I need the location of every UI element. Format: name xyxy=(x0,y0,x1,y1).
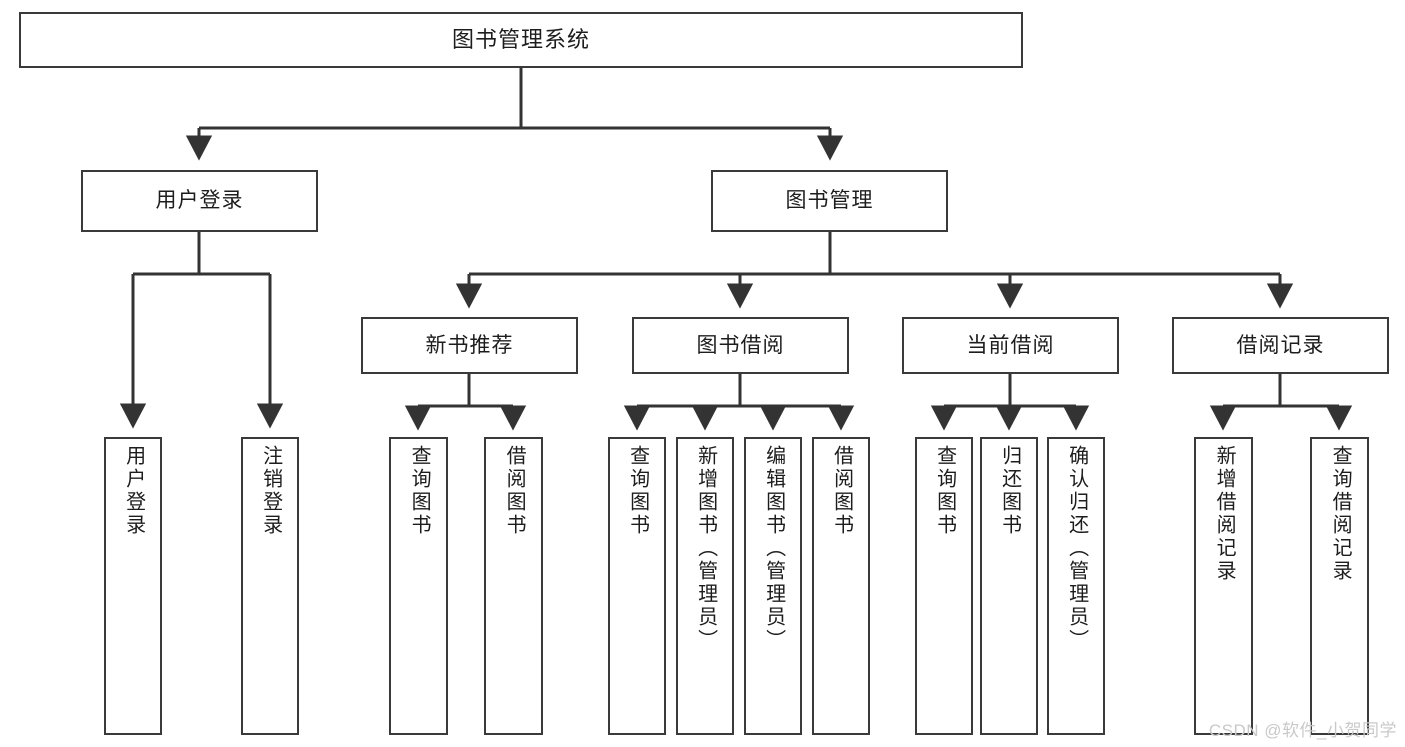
leaf-label: 查询借阅记录 xyxy=(1329,445,1352,583)
node-user-login[interactable]: 用户登录 xyxy=(81,170,318,232)
leaf-label: 查询图书 xyxy=(933,445,956,537)
node-new-book-recommend-label: 新书推荐 xyxy=(425,333,514,357)
leaf-node-add-book-admin[interactable]: 新增图书（管理员） xyxy=(676,437,734,735)
leaf-label: 用户登录 xyxy=(122,445,145,537)
leaf-node-query-book-recommend[interactable]: 查询图书 xyxy=(389,437,448,735)
node-book-manage-label: 图书管理 xyxy=(785,189,874,213)
leaf-node-borrow-book-recommend[interactable]: 借阅图书 xyxy=(484,437,543,735)
leaf-label: 借阅图书 xyxy=(830,445,853,537)
leaf-node-return-book[interactable]: 归还图书 xyxy=(980,437,1038,735)
leaf-label: 新增图书（管理员） xyxy=(694,445,717,652)
node-current-borrow-label: 当前借阅 xyxy=(966,333,1055,357)
leaf-label: 编辑图书（管理员） xyxy=(762,445,785,652)
leaf-label: 查询图书 xyxy=(408,445,431,537)
leaf-label: 注销登录 xyxy=(259,445,282,537)
leaf-node-edit-book-admin[interactable]: 编辑图书（管理员） xyxy=(744,437,802,735)
csdn-watermark: CSDN @软件_小贺同学 xyxy=(1208,721,1397,740)
leaf-label: 新增借阅记录 xyxy=(1213,445,1236,583)
node-root[interactable]: 图书管理系统 xyxy=(19,12,1023,68)
node-current-borrow[interactable]: 当前借阅 xyxy=(902,317,1119,374)
node-book-borrow[interactable]: 图书借阅 xyxy=(632,317,849,374)
leaf-label: 借阅图书 xyxy=(503,445,526,537)
leaf-node-user-login[interactable]: 用户登录 xyxy=(104,437,162,735)
node-borrow-record-label: 借阅记录 xyxy=(1236,333,1325,357)
leaf-node-confirm-return-admin[interactable]: 确认归还（管理员） xyxy=(1047,437,1105,735)
leaf-node-user-logout[interactable]: 注销登录 xyxy=(241,437,299,735)
leaf-node-borrow-book[interactable]: 借阅图书 xyxy=(812,437,870,735)
node-book-borrow-label: 图书借阅 xyxy=(696,333,785,357)
node-user-login-label: 用户登录 xyxy=(155,189,244,213)
node-borrow-record[interactable]: 借阅记录 xyxy=(1172,317,1389,374)
leaf-node-query-book[interactable]: 查询图书 xyxy=(608,437,666,735)
node-root-label: 图书管理系统 xyxy=(451,26,590,52)
leaf-label: 确认归还（管理员） xyxy=(1065,445,1088,652)
leaf-label: 查询图书 xyxy=(626,445,649,537)
leaf-label: 归还图书 xyxy=(998,445,1021,537)
leaf-node-add-borrow-record[interactable]: 新增借阅记录 xyxy=(1194,437,1253,735)
leaf-node-query-borrow-record[interactable]: 查询借阅记录 xyxy=(1310,437,1369,735)
node-new-book-recommend[interactable]: 新书推荐 xyxy=(361,317,578,374)
leaf-node-query-book-current[interactable]: 查询图书 xyxy=(915,437,973,735)
node-book-manage[interactable]: 图书管理 xyxy=(711,170,948,232)
